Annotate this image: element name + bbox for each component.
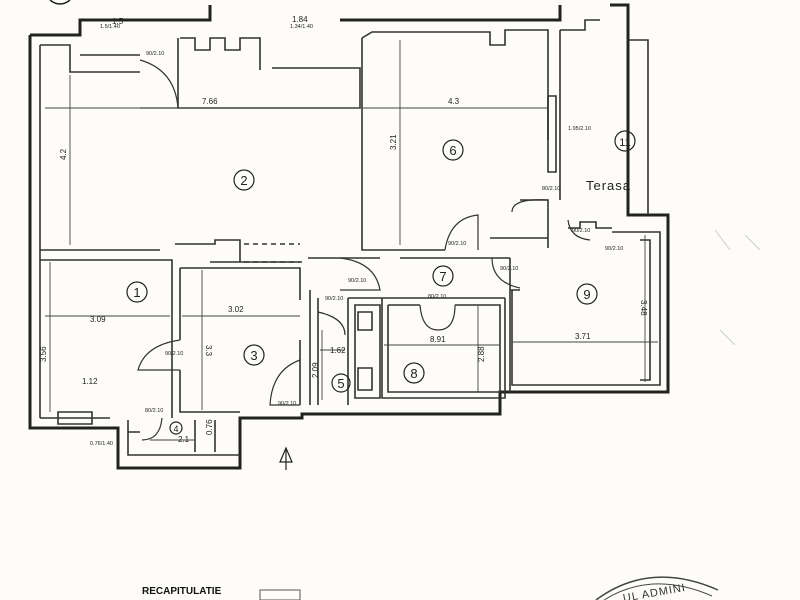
door-arc-room6: [444, 214, 479, 251]
svg-text:90/2.10: 90/2.10: [278, 401, 296, 407]
dim-1-12: 1.12: [82, 377, 98, 386]
recap-title: RECAPITULATIE: [142, 586, 222, 597]
dim-4-3: 4.3: [448, 97, 460, 106]
dim-7-66: 7.66: [202, 97, 218, 106]
dim-2-09: 2.09: [311, 362, 320, 378]
svg-text:80/2.10: 80/2.10: [542, 186, 560, 192]
svg-text:0.76/1.40: 0.76/1.40: [90, 441, 113, 447]
stamp-seal: UL ADMINI: [595, 576, 719, 600]
door-arc-terrace: [511, 199, 549, 213]
svg-text:90/2.10: 90/2.10: [572, 228, 590, 234]
room-11-circle: [614, 130, 636, 152]
doors: [137, 59, 591, 441]
room-8-number: 8: [410, 366, 417, 381]
door-arc-room4: [141, 417, 163, 441]
dim-1-84: 1.84: [292, 15, 308, 24]
dimension-labels: 7.66 4.3 4.2 3.21 3.09 3.56 3.02 3.3 2.1…: [39, 15, 648, 444]
dim-3-21: 3.21: [389, 134, 398, 150]
dim-4-2: 4.2: [59, 148, 68, 160]
door-arc-room2-top: [139, 59, 179, 109]
svg-text:90/2.10: 90/2.10: [448, 241, 466, 247]
scan-marks: [714, 229, 761, 346]
corner-marker-icon: [49, 0, 71, 5]
svg-text:90/2.10: 90/2.10: [605, 246, 623, 252]
svg-text:90/2.10: 90/2.10: [348, 278, 366, 284]
interior-walls: [40, 19, 661, 456]
dim-2-88: 2.88: [477, 346, 486, 362]
svg-text:90/2.10: 90/2.10: [325, 296, 343, 302]
outer-walls: [28, 3, 670, 470]
dim-2-1: 2.1: [178, 435, 190, 444]
room-5-circle: [331, 373, 351, 393]
room-11-number: 11: [619, 137, 630, 149]
room-3-circle: [243, 344, 265, 366]
svg-text:90/2.10: 90/2.10: [165, 351, 183, 357]
room-7-number: 7: [439, 269, 446, 284]
room-numbers: 1 2 3 4 5 6 7 8 9 11: [126, 130, 636, 435]
room-9-circle: [576, 283, 598, 305]
dimension-lines: [45, 40, 658, 441]
room-4-number: 4: [173, 424, 178, 434]
room-6-number: 6: [449, 143, 456, 158]
svg-text:80/2.10: 80/2.10: [145, 408, 163, 414]
door-arc-room9-top: [567, 219, 591, 241]
dim-3-71: 3.71: [575, 332, 591, 341]
svg-text:1.95/2.10: 1.95/2.10: [568, 126, 591, 132]
door-arc-room9: [491, 257, 521, 289]
dim-3-09: 3.09: [90, 315, 106, 324]
room-6-circle: [442, 139, 464, 161]
dim-1-62: 1.62: [330, 346, 346, 355]
svg-text:90/2.10: 90/2.10: [146, 51, 164, 57]
door-arc-room5: [317, 311, 346, 336]
dim-3-56: 3.56: [39, 346, 48, 362]
dim-1-5: 1.5: [112, 17, 124, 26]
door-arc-room8: [419, 304, 456, 331]
room-5-number: 5: [337, 376, 344, 391]
stamp-text: UL ADMINI: [622, 582, 687, 600]
room-9-number: 9: [583, 287, 590, 302]
dim-3-48: 3.48: [639, 300, 648, 316]
room-1-circle: [126, 281, 148, 303]
dim-8-91: 8.91: [430, 335, 446, 344]
door-labels: 90/2.10 80/2.10 90/2.10 90/2.10 90/2.10 …: [90, 24, 623, 447]
room-3-number: 3: [250, 348, 257, 363]
room-4-circle: [169, 421, 183, 435]
dim-3-02: 3.02: [228, 305, 244, 314]
door-arc-room3: [269, 359, 301, 406]
room-8-circle: [403, 362, 425, 384]
door-arc-room7: [339, 257, 381, 291]
svg-text:1.5/1.40: 1.5/1.40: [100, 24, 120, 30]
terrace-label: Terasa: [586, 178, 631, 193]
dim-0-76: 0.76: [205, 419, 214, 435]
door-arc-room1: [137, 339, 181, 371]
room-1-number: 1: [133, 285, 140, 300]
room-2-number: 2: [240, 173, 247, 188]
svg-text:80/2.10: 80/2.10: [428, 294, 446, 300]
svg-text:1.34/1.40: 1.34/1.40: [290, 24, 313, 30]
room-2-circle: [233, 169, 255, 191]
recap-table-edge: [259, 589, 301, 600]
room-7-circle: [432, 265, 454, 287]
svg-text:90/2.10: 90/2.10: [500, 266, 518, 272]
dim-3-3: 3.3: [204, 345, 213, 357]
north-arrow-icon: [279, 446, 293, 470]
